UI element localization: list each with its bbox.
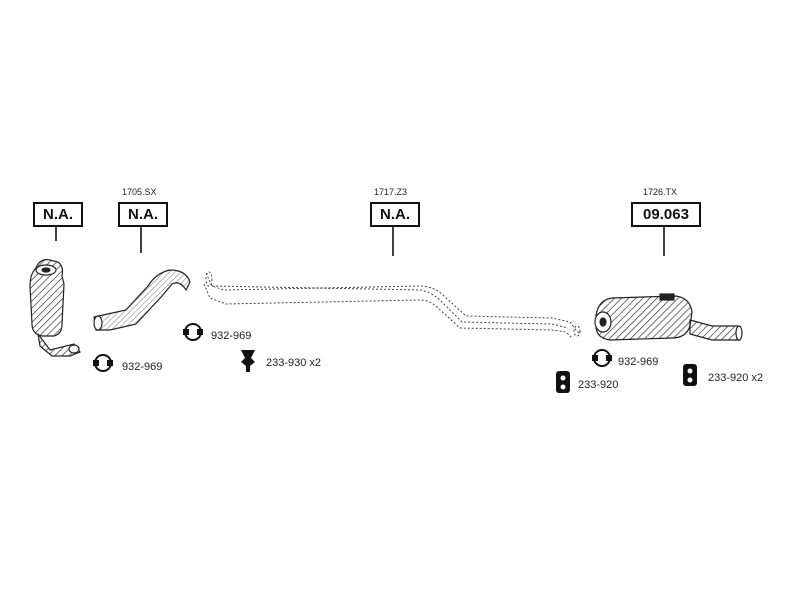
rear-silencer-drawing — [594, 293, 743, 341]
code-box-rear-silencer[interactable]: 09.063 — [631, 202, 701, 227]
part-label-clamp: 932-969 — [122, 361, 163, 373]
section-ref-1705sx: 1705.SX — [122, 187, 157, 197]
catalyst-converter-drawing — [29, 259, 81, 357]
section-ref-1717z3: 1717.Z3 — [374, 187, 408, 197]
clamp-icon — [183, 323, 203, 341]
front-pipe-drawing — [93, 269, 191, 331]
rubber-hanger-icon — [556, 371, 570, 393]
part-label-hanger: 233-920 — [578, 379, 619, 391]
rubber-hanger-icon — [683, 364, 697, 386]
section-ref-1726tx: 1726.TX — [643, 187, 678, 197]
part-label-hanger: 233-920 x2 — [708, 372, 764, 384]
code-box-catalyst[interactable]: N.A. — [33, 202, 83, 227]
leader-lines — [55, 227, 665, 256]
part-label-clamp: 932-969 — [618, 356, 659, 368]
mount-icon — [241, 350, 255, 372]
code-box-middle-pipe[interactable]: N.A. — [370, 202, 420, 227]
clamp-icon — [592, 349, 612, 367]
clamp-icon — [93, 354, 113, 372]
middle-pipe-drawing — [203, 271, 581, 339]
code-box-front-pipe[interactable]: N.A. — [118, 202, 168, 227]
part-label-clamp: 932-969 — [211, 330, 252, 342]
part-label-mount: 233-930 x2 — [266, 357, 322, 369]
